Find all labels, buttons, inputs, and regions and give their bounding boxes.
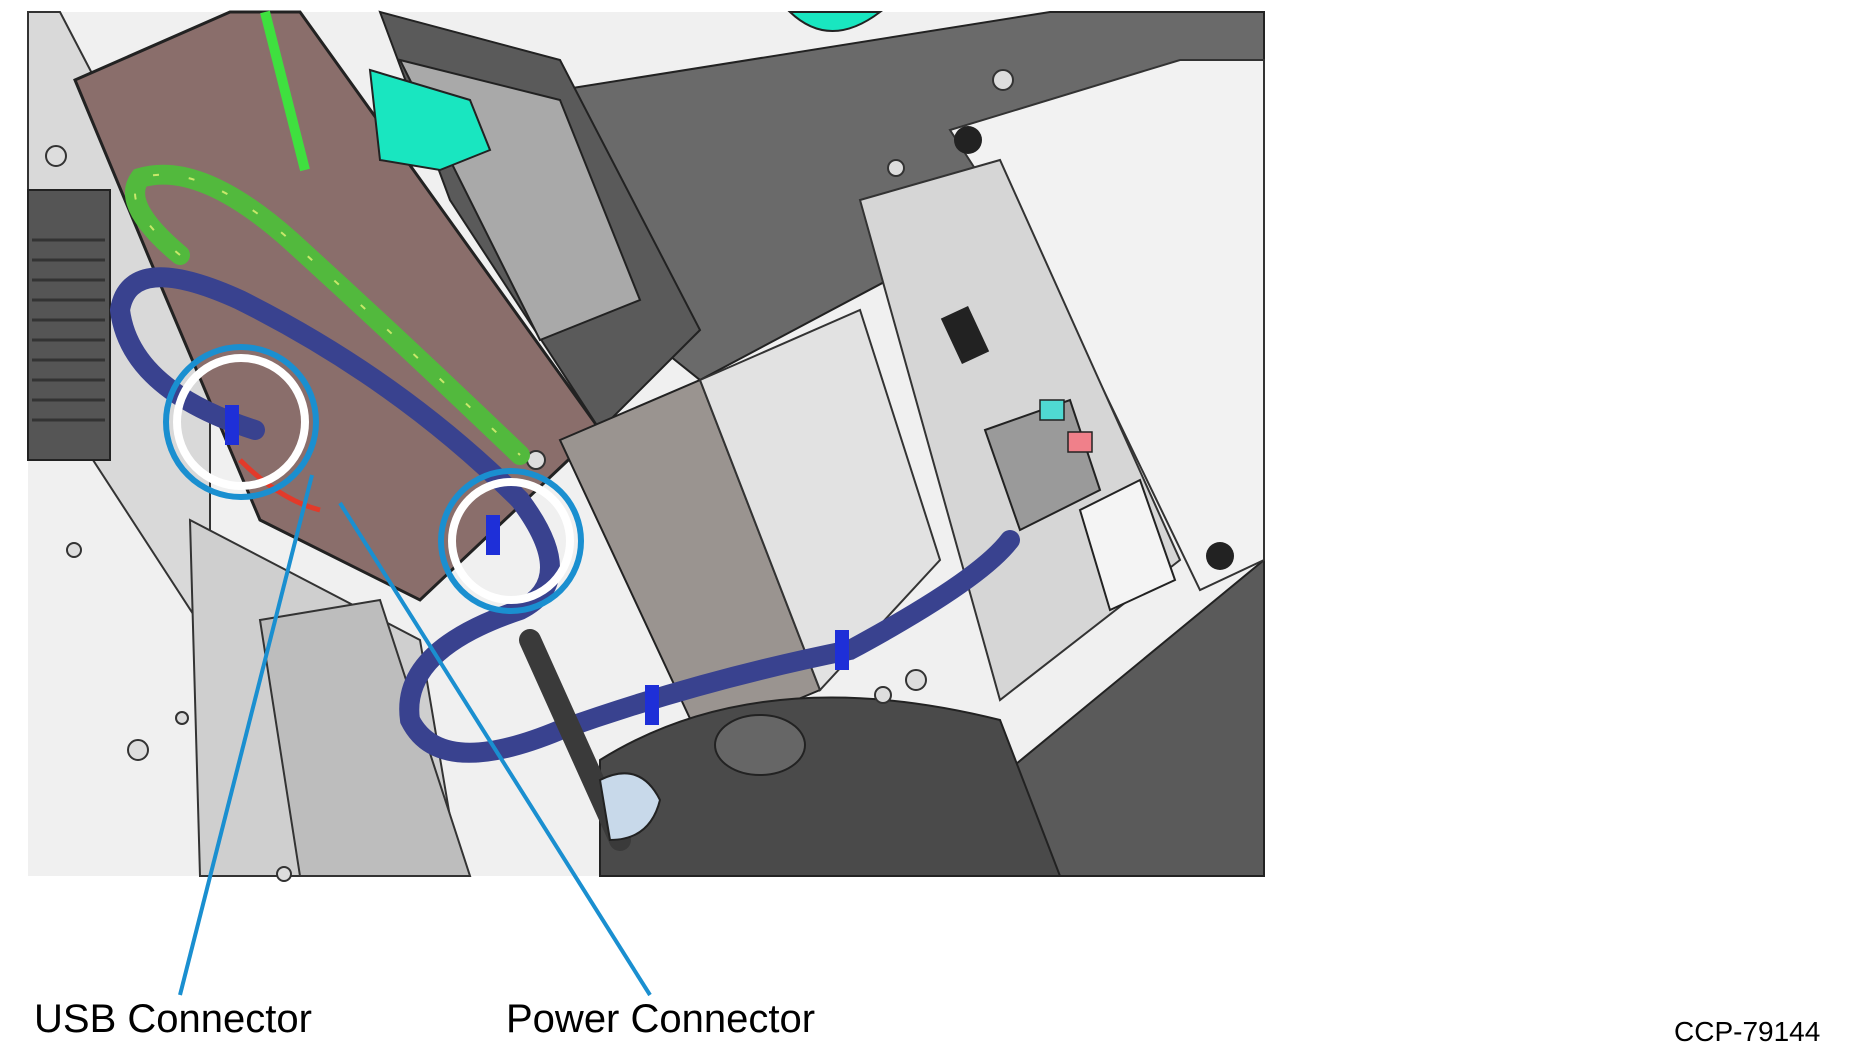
- power-connector-callout-circle-inner: [448, 478, 574, 604]
- usb-connector-leader-line: [178, 474, 314, 996]
- usb-connector-callout-circle-inner: [173, 354, 309, 490]
- power-connector-leader-line: [338, 501, 652, 997]
- assembly-drawing: [27, 10, 1265, 882]
- callout-markers: [163, 344, 584, 614]
- usb-connector-label: USB Connector: [34, 997, 312, 1041]
- power-connector-label: Power Connector: [506, 997, 816, 1041]
- figure-id: CCP-79144: [1674, 1016, 1821, 1047]
- usb-connector-callout-circle: [163, 344, 319, 500]
- leader-lines: [178, 474, 652, 997]
- power-connector-callout-circle: [438, 468, 584, 614]
